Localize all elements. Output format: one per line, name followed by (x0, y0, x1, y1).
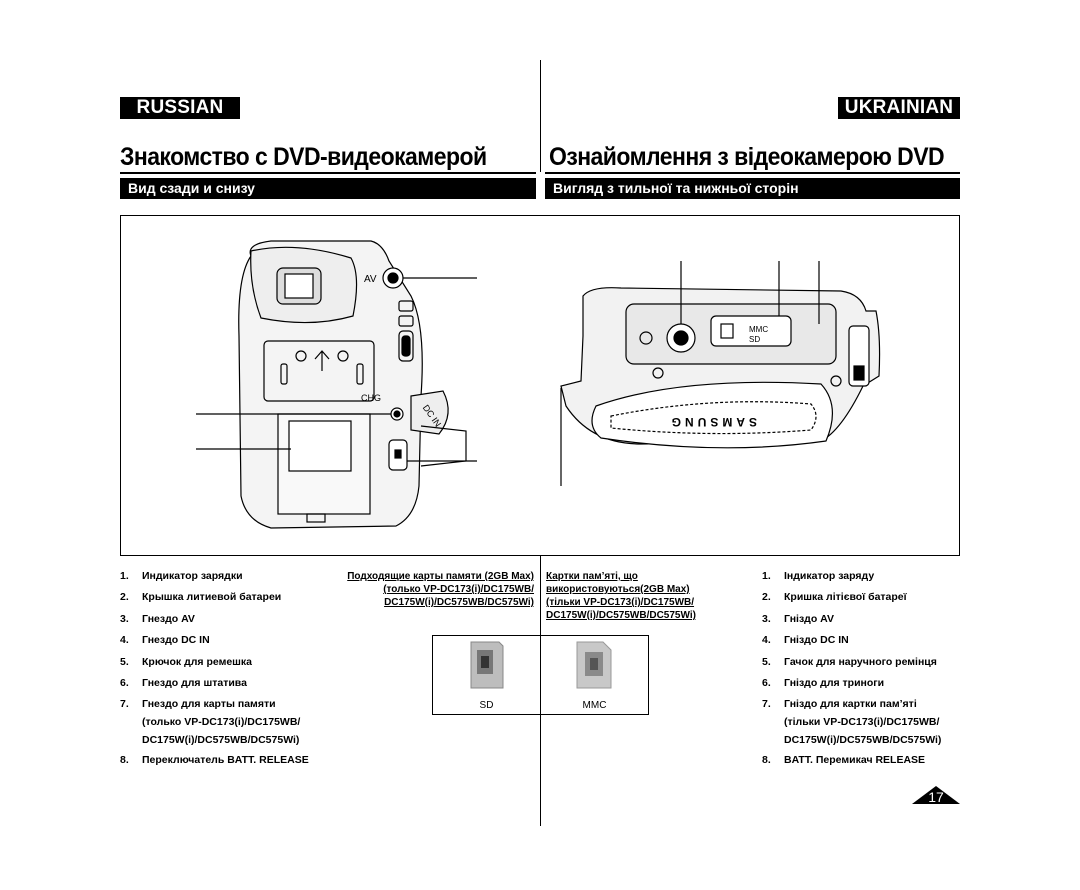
page-number-text: 17 (928, 789, 944, 805)
center-divider (540, 60, 541, 172)
cards-note-line: DC175W(i)/DC575WB/DC575Wi) (546, 610, 696, 621)
mmc-label: MMC (749, 325, 768, 334)
cards-note-line: (только VP-DC173(i)/DC175WB/ (383, 584, 534, 595)
cards-note-line: використовуються(2GB Max) (546, 584, 690, 595)
cards-note-line: (тільки VP-DC173(i)/DC175WB/ (546, 597, 695, 608)
rear-view-camera: AV CHG (196, 240, 477, 529)
bottom-view-camera: MMC SD SAMSUNG (560, 261, 881, 486)
language-tag-russian: RUSSIAN (120, 97, 240, 119)
section-heading-ukrainian: Вигляд з тильної та нижньої сторін (545, 178, 960, 199)
page-title-ukrainian: Ознайомлення з відеокамерою DVD (549, 143, 945, 171)
cards-note-line: DC175W(i)/DC575WB/DC575Wi) (384, 597, 534, 608)
page-title-russian: Знакомство с DVD-видеокамерой (120, 143, 487, 171)
legend-ukrainian: 1.Індикатор заряду 2.Кришка літієвої бат… (762, 570, 942, 766)
mmc-card-label: MMC (582, 700, 607, 711)
brand-label: SAMSUNG (668, 415, 757, 429)
mmc-card-image (576, 641, 612, 689)
language-tag-ukrainian: UKRAINIAN (838, 97, 960, 119)
sd-card-label: SD (479, 700, 494, 711)
chg-label: CHG (361, 393, 381, 403)
cards-note-russian: Подходящие карты памяти (2GB Max) (тольк… (330, 570, 534, 609)
section-heading-russian: Вид сзади и снизу (120, 178, 536, 199)
camera-illustration-frame: AV CHG (120, 215, 960, 556)
sd-label: SD (749, 335, 760, 344)
title-rule-left (120, 172, 536, 174)
legend-russian: 1.Индикатор зарядки 2.Крышка литиевой ба… (120, 570, 309, 766)
title-rule-right (545, 172, 960, 174)
camera-illustration: AV CHG (196, 240, 881, 529)
sd-card-panel: SD (432, 635, 541, 715)
cards-note-line: Подходящие карты памяти (2GB Max) (347, 571, 534, 582)
av-label: AV (364, 274, 377, 285)
page-number: 17 (912, 786, 960, 805)
mmc-card-panel: MMC (540, 635, 649, 715)
cards-note-ukrainian: Картки пам’яті, що використовуються(2GB … (546, 570, 716, 622)
sd-card-image (470, 641, 504, 689)
cards-note-line: Картки пам’яті, що (546, 571, 638, 582)
